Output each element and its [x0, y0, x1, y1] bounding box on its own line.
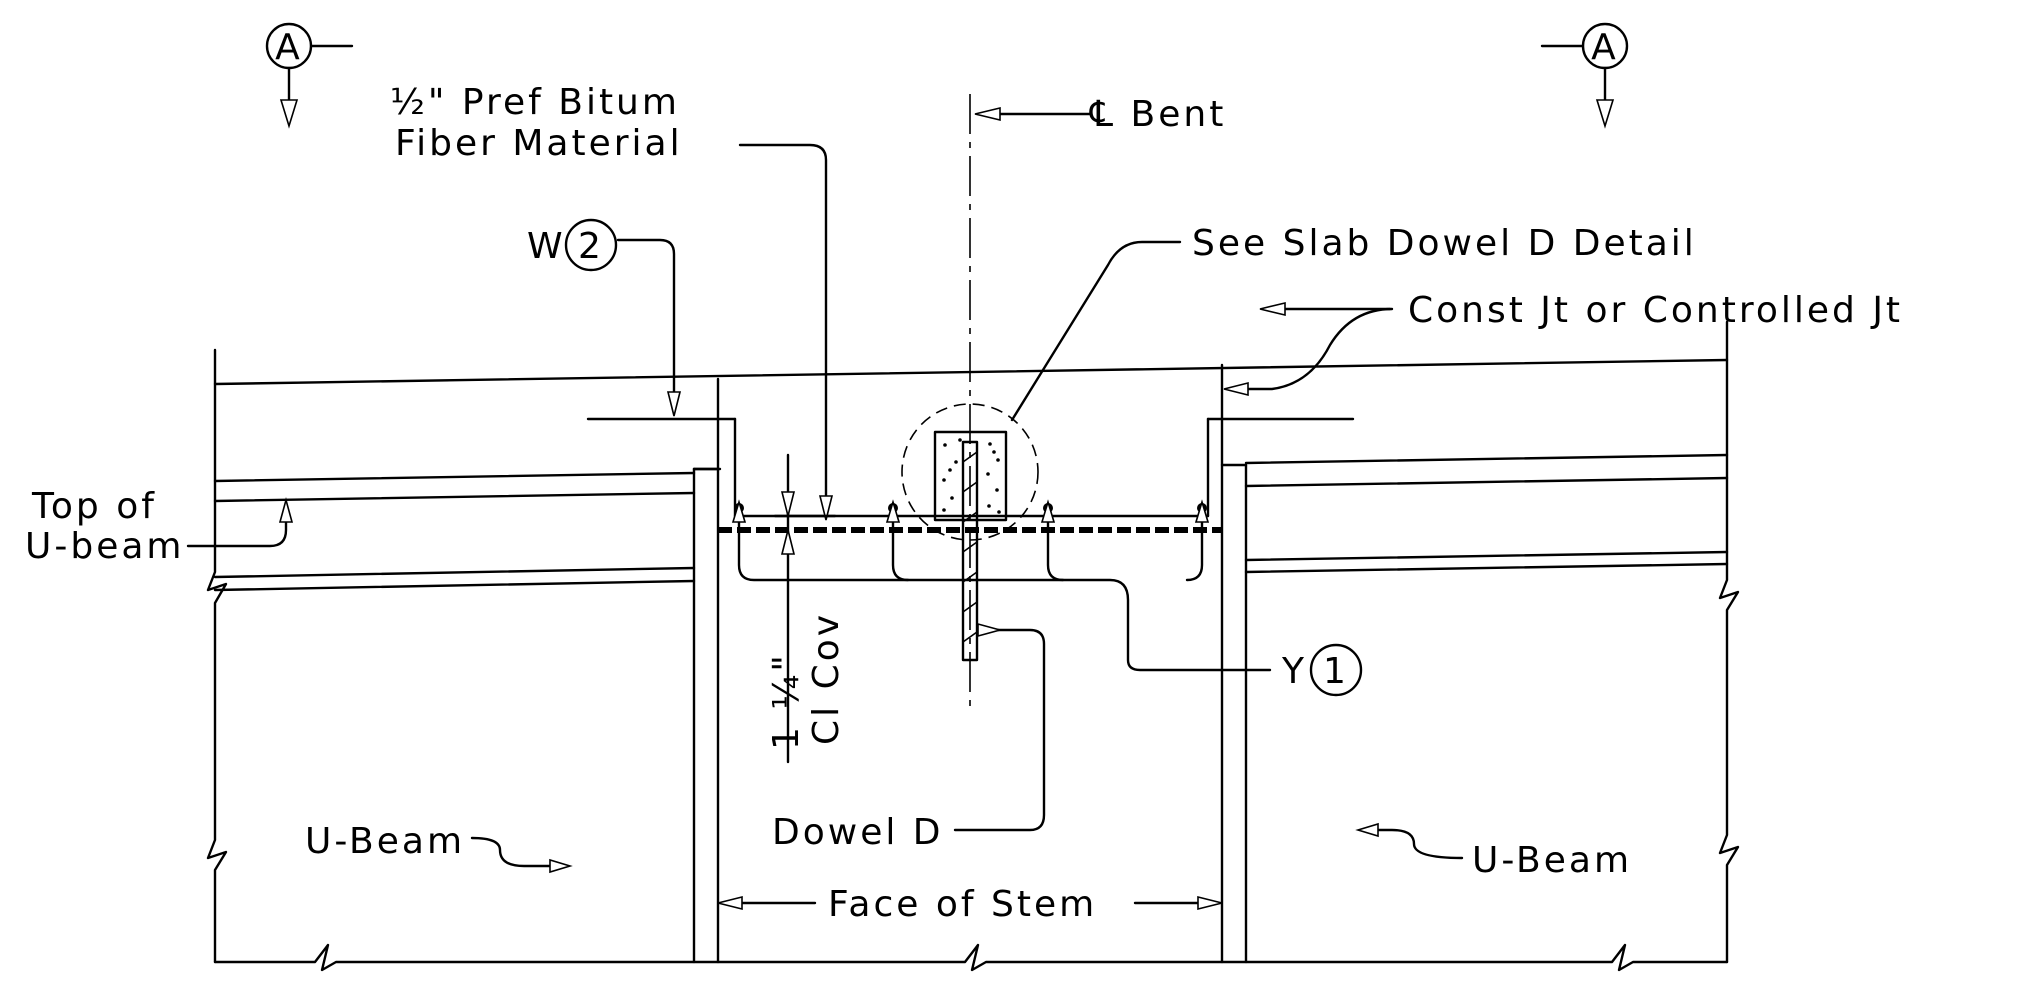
slab-dowel-detail-label: See Slab Dowel D Detail	[1192, 223, 1697, 264]
centerline-label: ℄ Bent	[1089, 94, 1226, 135]
bottom-break-line	[213, 943, 1729, 972]
u-beam-label-left-group: U-Beam	[305, 821, 573, 874]
left-break-line	[206, 348, 228, 964]
section-marker-left: A	[265, 22, 354, 129]
u-beam-label-left: U-Beam	[305, 821, 465, 862]
const-joint-label: Const Jt or Controlled Jt	[1408, 290, 1903, 331]
deck-slab	[206, 320, 1740, 972]
dowel-d-label: Dowel D	[772, 812, 944, 853]
centerline-bent: ℄ Bent	[969, 94, 1226, 712]
w2-callout: W 2	[527, 218, 682, 417]
section-marker-right: A	[1540, 22, 1629, 129]
fiber-material-label-2: Fiber Material	[395, 123, 683, 164]
section-mark-label: A	[275, 27, 303, 68]
clear-cover-text: Cl Cov	[806, 612, 847, 745]
left-u-beam	[213, 377, 722, 964]
w-prefix: W	[527, 226, 566, 267]
u-beam-label-right: U-Beam	[1472, 840, 1632, 881]
face-of-stem-label: Face of Stem	[828, 884, 1097, 925]
dowel-d-callout: Dowel D	[772, 622, 1046, 853]
top-of-u-beam-label-1: Top of	[31, 486, 157, 527]
y-number: 1	[1323, 651, 1349, 692]
right-u-beam	[1220, 363, 1729, 964]
y-prefix: Y	[1281, 651, 1307, 692]
top-of-u-beam-label-2: U-beam	[25, 526, 184, 567]
fiber-material-callout: ½" Pref Bitum Fiber Material	[390, 82, 834, 521]
u-beam-label-right-group: U-Beam	[1355, 822, 1632, 881]
fiber-material-label-1: ½" Pref Bitum	[390, 82, 680, 123]
slab-dowel-detail-callout: See Slab Dowel D Detail	[1010, 223, 1697, 422]
w-number: 2	[578, 226, 604, 267]
top-of-u-beam-callout: Top of U-beam	[25, 486, 294, 567]
section-mark-label: A	[1591, 27, 1619, 68]
right-break-line	[1718, 320, 1740, 964]
face-of-stem-dimension: Face of Stem	[717, 884, 1223, 925]
y1-callout: Y 1	[731, 499, 1363, 697]
clear-cover-dimension: 1 ¼" Cl Cov	[766, 453, 847, 764]
clear-cover-value: 1 ¼"	[766, 652, 807, 750]
const-joint-callout: Const Jt or Controlled Jt	[1223, 290, 1903, 397]
